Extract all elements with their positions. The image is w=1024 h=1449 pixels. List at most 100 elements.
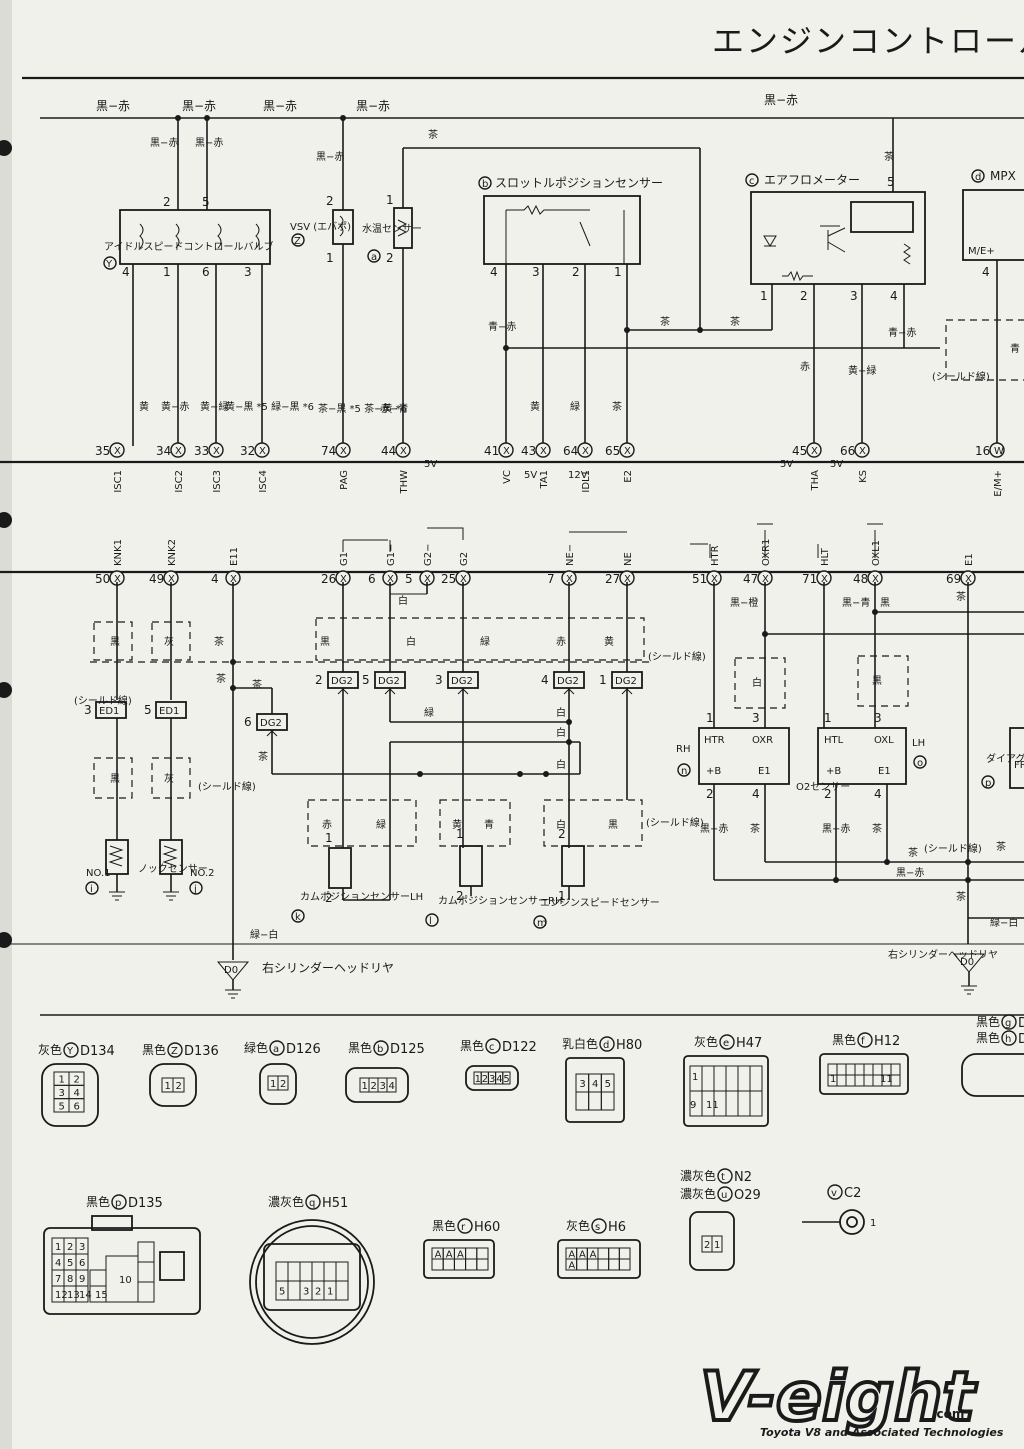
wire-label: 黒−赤 [182,99,216,113]
svg-text:LH: LH [912,738,925,749]
svg-text:緑: 緑 [570,400,580,413]
connector-face [683,1055,769,1127]
svg-text:2: 2 [74,1075,80,1086]
svg-text:乳白色: 乳白色 [562,1036,598,1051]
svg-text:4: 4 [982,265,990,279]
terminal-number: 43 [521,444,536,458]
terminal-signal: E2 [623,470,634,483]
svg-text:1: 1 [706,711,714,725]
svg-text:2: 2 [704,1240,710,1251]
ecm-terminal [619,442,635,458]
terminal-signal: HTR [710,545,721,566]
svg-text:E1: E1 [878,766,891,777]
svg-text:ED1: ED1 [99,706,119,717]
connector-face [259,1063,297,1105]
svg-text:黄: 黄 [139,400,149,413]
svg-text:1: 1 [327,1287,333,1298]
svg-text:X: X [114,574,121,585]
svg-text:緑−白: 緑−白 [250,928,278,941]
svg-text:X: X [460,574,467,585]
svg-text:黒: 黒 [880,597,890,609]
terminal-number: 49 [149,572,164,586]
mpx-unit [962,189,1024,261]
svg-text:1: 1 [325,831,333,845]
svg-text:4: 4 [752,787,760,801]
air-flow-meter [750,191,926,285]
tps-label: スロットルポジションセンサー [495,176,663,190]
svg-text:X: X [624,446,631,457]
svg-text:u: u [721,1190,727,1201]
svg-text:V-eight: V-eight [700,1358,977,1437]
svg-text:緑色: 緑色 [244,1040,268,1055]
svg-text:d: d [603,1040,609,1051]
svg-text:黄: 黄 [530,400,540,413]
svg-text:1: 1 [362,1081,368,1092]
svg-text:X: X [859,446,866,457]
wire-label: 黒−赤 [764,93,798,107]
svg-text:5: 5 [605,1079,611,1090]
svg-text:RH: RH [676,744,690,755]
connector-face [961,1053,1024,1097]
svg-text:1: 1 [165,1081,171,1092]
svg-text:D126: D126 [286,1042,321,1057]
svg-text:黒色: 黒色 [832,1033,856,1047]
svg-text:A: A [457,1250,464,1261]
svg-text:5V: 5V [524,470,537,481]
svg-text:N2: N2 [734,1170,752,1185]
o2-sensor-rh [698,727,790,785]
binder-hole [0,512,12,528]
svg-text:2: 2 [800,289,808,303]
terminal-signal: KNK1 [113,539,124,566]
svg-text:p: p [115,1198,121,1209]
ecm-terminal [535,442,551,458]
water-temp-label: 水温センサー [362,223,422,235]
terminal-signal: KNK2 [167,539,178,566]
svg-text:Y: Y [66,1046,74,1057]
svg-text:1: 1 [326,251,334,265]
svg-text:5: 5 [67,1258,73,1269]
svg-text:青−赤: 青−赤 [888,326,916,339]
svg-text:(シールド線): (シールド線) [74,694,132,707]
connector-face [423,1239,495,1279]
terminal-number: 25 [441,572,456,586]
svg-text:2: 2 [482,1074,488,1085]
wire-label: 黒−赤 [96,99,130,113]
connector-face [249,1219,375,1345]
terminal-signal: G1 [339,552,350,566]
svg-text:灰色: 灰色 [694,1035,718,1049]
svg-text:5V: 5V [830,459,843,470]
svg-text:茶: 茶 [660,315,670,328]
svg-text:9: 9 [690,1100,696,1111]
svg-text:緑: 緑 [424,706,434,719]
svg-text:8: 8 [67,1274,73,1285]
svg-text:D136: D136 [184,1044,219,1059]
svg-text:10: 10 [119,1275,132,1286]
svg-text:黄−緑: 黄−緑 [848,364,876,377]
svg-text:茶: 茶 [956,890,966,903]
svg-text:OXR: OXR [752,735,773,746]
svg-text:3: 3 [874,711,882,725]
svg-text:Toyota V8 and Associated Techn: Toyota V8 and Associated Technologies [760,1426,1004,1439]
terminal-signal: KS [858,470,869,483]
svg-text:q: q [309,1198,315,1209]
svg-text:濃灰色: 濃灰色 [680,1169,716,1183]
svg-text:黒: 黒 [872,675,882,687]
terminal-number: 27 [605,572,620,586]
terminal-signal: G2− [423,544,434,567]
terminal-signal: ISC2 [174,470,185,493]
svg-text:灰色: 灰色 [38,1043,62,1057]
svg-text:p: p [985,778,991,789]
svg-text:2: 2 [325,891,333,905]
svg-text:DG2: DG2 [331,676,353,687]
svg-text:13: 13 [67,1290,80,1301]
svg-text:(シールド線): (シールド線) [924,842,982,855]
terminal-signal: E11 [229,547,240,566]
svg-text:15: 15 [95,1290,108,1301]
svg-text:1: 1 [558,889,566,903]
svg-text:1: 1 [59,1075,65,1086]
svg-text:f: f [861,1036,865,1047]
svg-text:h: h [1005,1034,1011,1045]
svg-text:C2: C2 [844,1186,861,1201]
upper-terminals: X35ISC1X34ISC2X33ISC3X32ISC4X74PAGX44THW… [95,442,1005,497]
